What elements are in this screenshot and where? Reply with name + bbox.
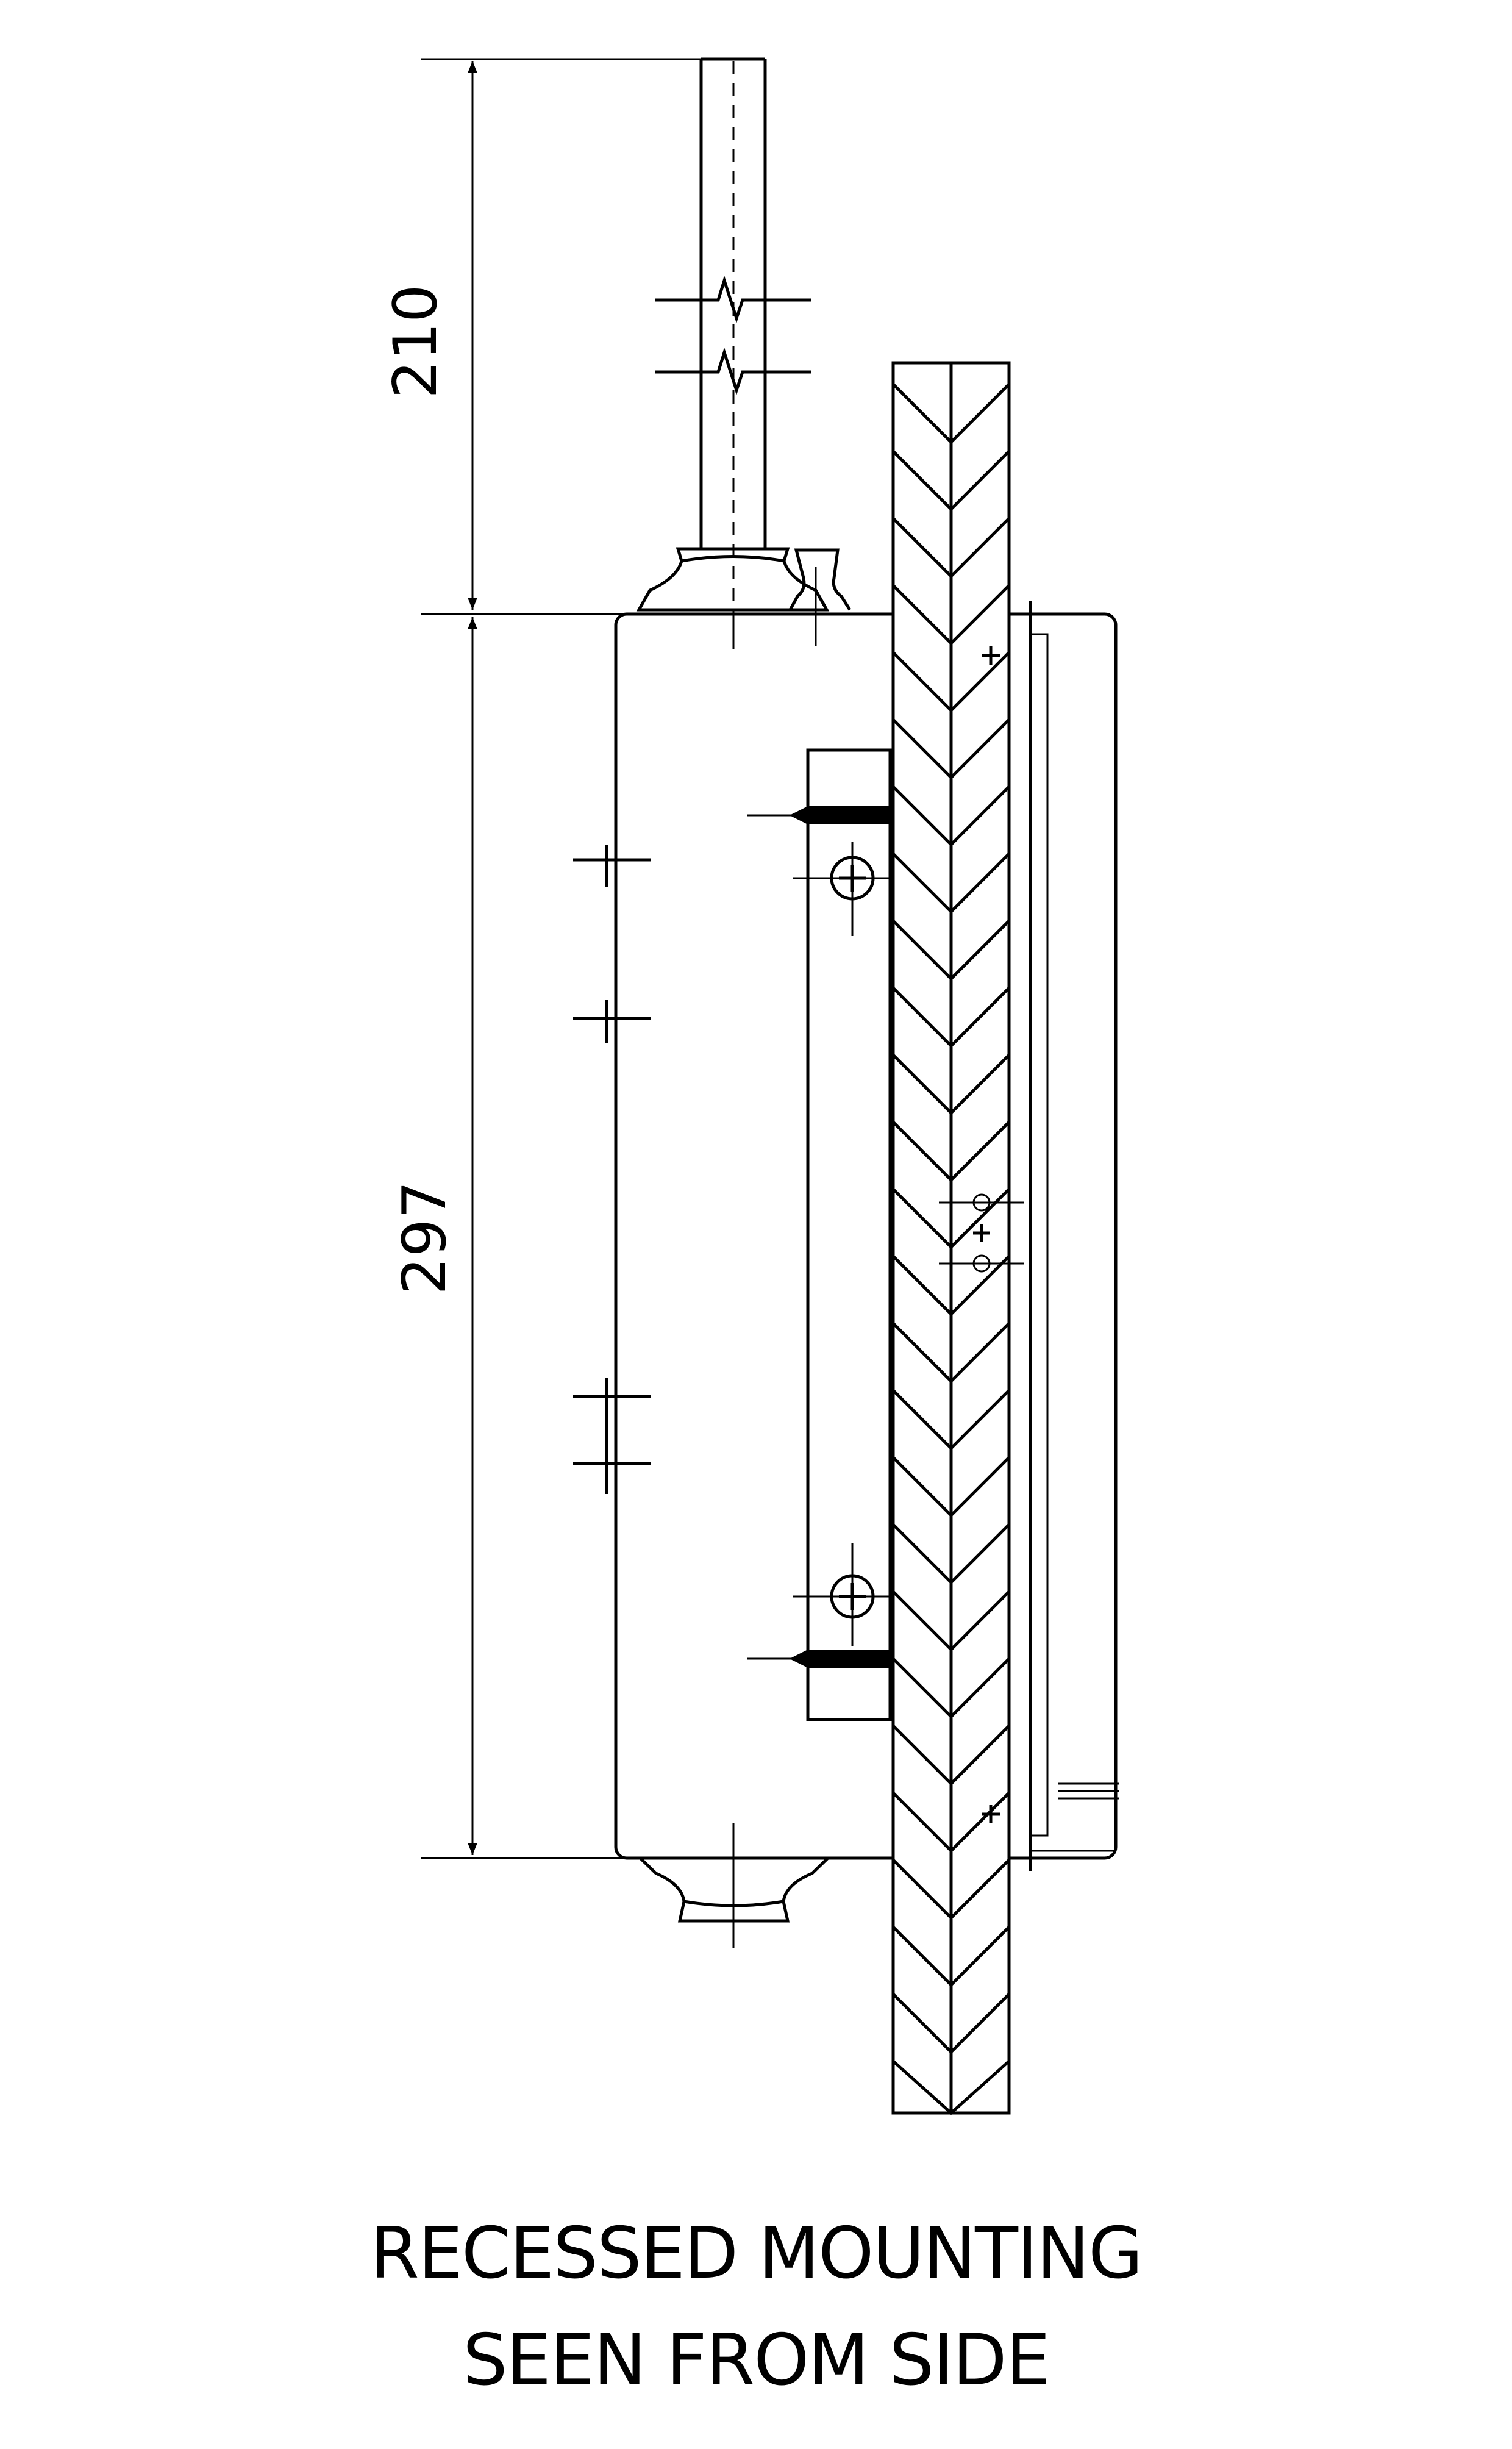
dimension-297: 297 [390, 613, 622, 1859]
top-cable-gland [636, 547, 852, 649]
dimension-label-297: 297 [390, 1181, 460, 1295]
conduit-pipe [655, 57, 811, 646]
fixing-mark-top [982, 646, 1000, 665]
mounting-bracket [793, 748, 905, 1721]
dimension-label-210: 210 [381, 284, 451, 398]
wall-section [891, 361, 1011, 2115]
break-line-upper [655, 275, 811, 324]
caption-line-2: SEEN FROM SIDE [463, 2319, 1050, 2401]
bottom-cable-gland [639, 1823, 829, 1948]
fixing-mark-bottom [982, 1805, 1000, 1823]
caption-line-1: RECESSED MOUNTING [370, 2212, 1143, 2295]
center-fixing-marks [939, 1193, 1024, 1273]
front-cover [1029, 601, 1119, 1871]
dimension-210: 210 [381, 58, 713, 610]
break-line-lower [655, 347, 811, 396]
enclosure-body [573, 612, 1118, 1860]
